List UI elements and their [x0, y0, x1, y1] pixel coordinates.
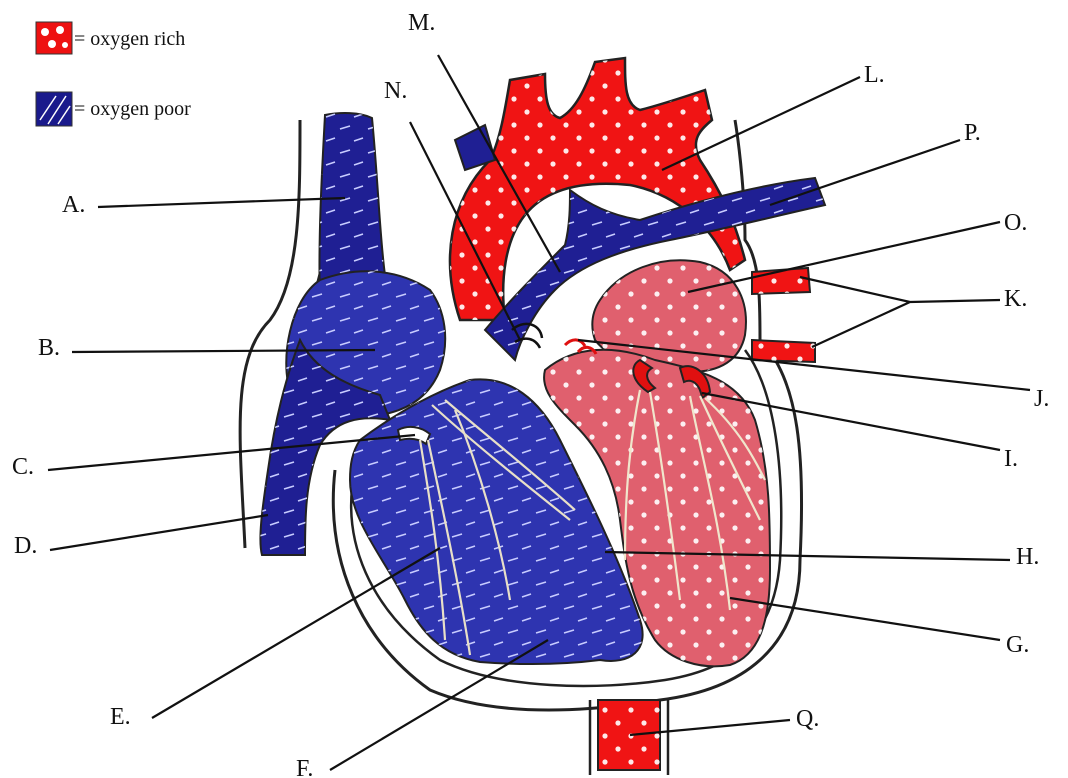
label-c: C.: [12, 454, 34, 480]
leader-line-k: [800, 277, 1000, 347]
legend: = oxygen rich = oxygen poor: [36, 22, 191, 126]
label-g: G.: [1006, 632, 1029, 658]
leader-line-a: [98, 198, 345, 207]
label-k: K.: [1004, 286, 1027, 312]
legend-oxygen-rich: = oxygen rich: [36, 22, 185, 54]
oxygen-poor-swatch: [36, 92, 72, 126]
leader-line-e: [152, 548, 440, 718]
label-f: F.: [296, 756, 313, 778]
label-m: M.: [408, 10, 435, 36]
label-j: J.: [1034, 386, 1049, 412]
legend-oxygen-poor: = oxygen poor: [36, 92, 191, 126]
leader-line-g: [730, 598, 1000, 640]
label-e: E.: [110, 704, 131, 730]
label-o: O.: [1004, 210, 1027, 236]
oxygen-rich-swatch: [36, 22, 72, 54]
label-h: H.: [1016, 544, 1039, 570]
leader-line-p: [770, 140, 960, 205]
label-b: B.: [38, 335, 60, 361]
oxygen-poor-text: = oxygen poor: [74, 98, 191, 120]
label-l: L.: [864, 62, 885, 88]
label-n: N.: [384, 78, 407, 104]
label-i: I.: [1004, 446, 1018, 472]
label-q: Q.: [796, 706, 819, 732]
oxygen-rich-text: = oxygen rich: [74, 28, 185, 50]
label-p: P.: [964, 120, 981, 146]
label-d: D.: [14, 533, 37, 559]
leader-line-d: [50, 515, 268, 550]
heart: [240, 58, 825, 775]
label-a: A.: [62, 192, 85, 218]
